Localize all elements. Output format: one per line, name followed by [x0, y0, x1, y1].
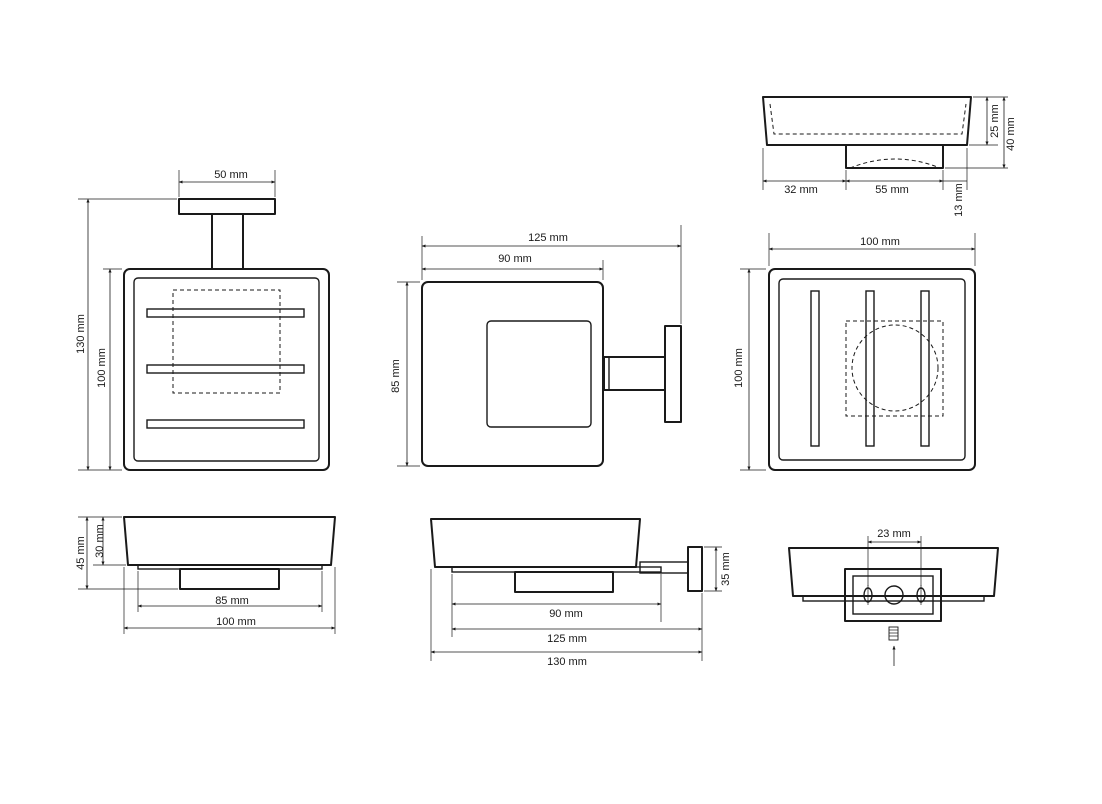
dim-13: 13 mm — [953, 183, 965, 217]
dim-90b: 90 mm — [549, 608, 583, 620]
tray-outer — [123, 268, 330, 471]
dim-100: 100 mm — [96, 348, 108, 388]
br-dish — [788, 547, 999, 597]
plan-slot — [920, 290, 930, 447]
bottom-right-dimensions: 23 mm — [867, 528, 922, 586]
dim-130b: 130 mm — [547, 656, 587, 668]
tray-side — [421, 281, 604, 467]
front-dimensions: 50 mm 130 mm 100 mm — [75, 169, 276, 471]
slot — [146, 419, 305, 429]
wall-plate — [178, 198, 276, 215]
top-right-view — [762, 96, 972, 169]
side-plate — [664, 325, 682, 423]
side-dimensions: 125 mm 90 mm 85 mm — [390, 225, 682, 467]
bottom-mid-view — [430, 518, 703, 593]
bottom-left-dimensions: 45 mm 30 mm 85 mm 100 mm — [75, 516, 336, 634]
base-block — [845, 144, 944, 169]
top-right-dimensions: 25 mm 40 mm 32 mm 55 mm 13 mm — [762, 96, 1017, 217]
br-mount-plate — [844, 568, 942, 622]
inner-square — [486, 320, 592, 428]
front-view — [123, 198, 330, 471]
dim-plan-100: 100 mm — [860, 236, 900, 248]
side-view — [421, 281, 682, 467]
dim-100b: 100 mm — [216, 616, 256, 628]
dim-30: 30 mm — [94, 524, 106, 558]
dim-130: 130 mm — [75, 314, 87, 354]
slot — [146, 364, 305, 374]
plan-slot — [865, 290, 875, 447]
tray-inner — [133, 277, 320, 462]
bl-dish — [123, 516, 336, 566]
dim-23: 23 mm — [877, 528, 911, 540]
plan-outer — [768, 268, 976, 471]
dish-profile — [762, 96, 972, 146]
arm — [211, 213, 244, 270]
dim-50: 50 mm — [214, 169, 248, 181]
dim-40: 40 mm — [1005, 117, 1017, 151]
dim-125: 125 mm — [528, 232, 568, 244]
bottom-right-view — [788, 547, 999, 666]
side-arm — [603, 356, 666, 391]
dim-85: 85 mm — [390, 359, 402, 393]
hidden-mount — [172, 289, 281, 394]
plan-slot — [810, 290, 820, 447]
bm-base — [514, 571, 614, 593]
dim-125b: 125 mm — [547, 633, 587, 645]
bm-dish — [430, 518, 641, 568]
dim-plan-h: 100 mm — [733, 348, 745, 388]
dim-32: 32 mm — [784, 184, 818, 196]
bottom-mid-dimensions: 35 mm 90 mm 125 mm 130 mm — [430, 546, 732, 668]
dim-45: 45 mm — [75, 536, 87, 570]
dim-25: 25 mm — [989, 104, 1001, 138]
plan-dimensions: 100 mm 100 mm — [733, 233, 976, 471]
set-screw-icon — [888, 626, 899, 666]
plan-view — [768, 268, 976, 471]
dim-55: 55 mm — [875, 184, 909, 196]
bottom-left-view — [123, 516, 336, 590]
dim-35: 35 mm — [720, 552, 732, 586]
dim-90: 90 mm — [498, 253, 532, 265]
dim-85b: 85 mm — [215, 595, 249, 607]
bm-plate — [687, 546, 703, 592]
plan-inner — [778, 278, 966, 461]
slot — [146, 308, 305, 318]
bl-base — [179, 568, 280, 590]
center-hole — [884, 585, 904, 605]
